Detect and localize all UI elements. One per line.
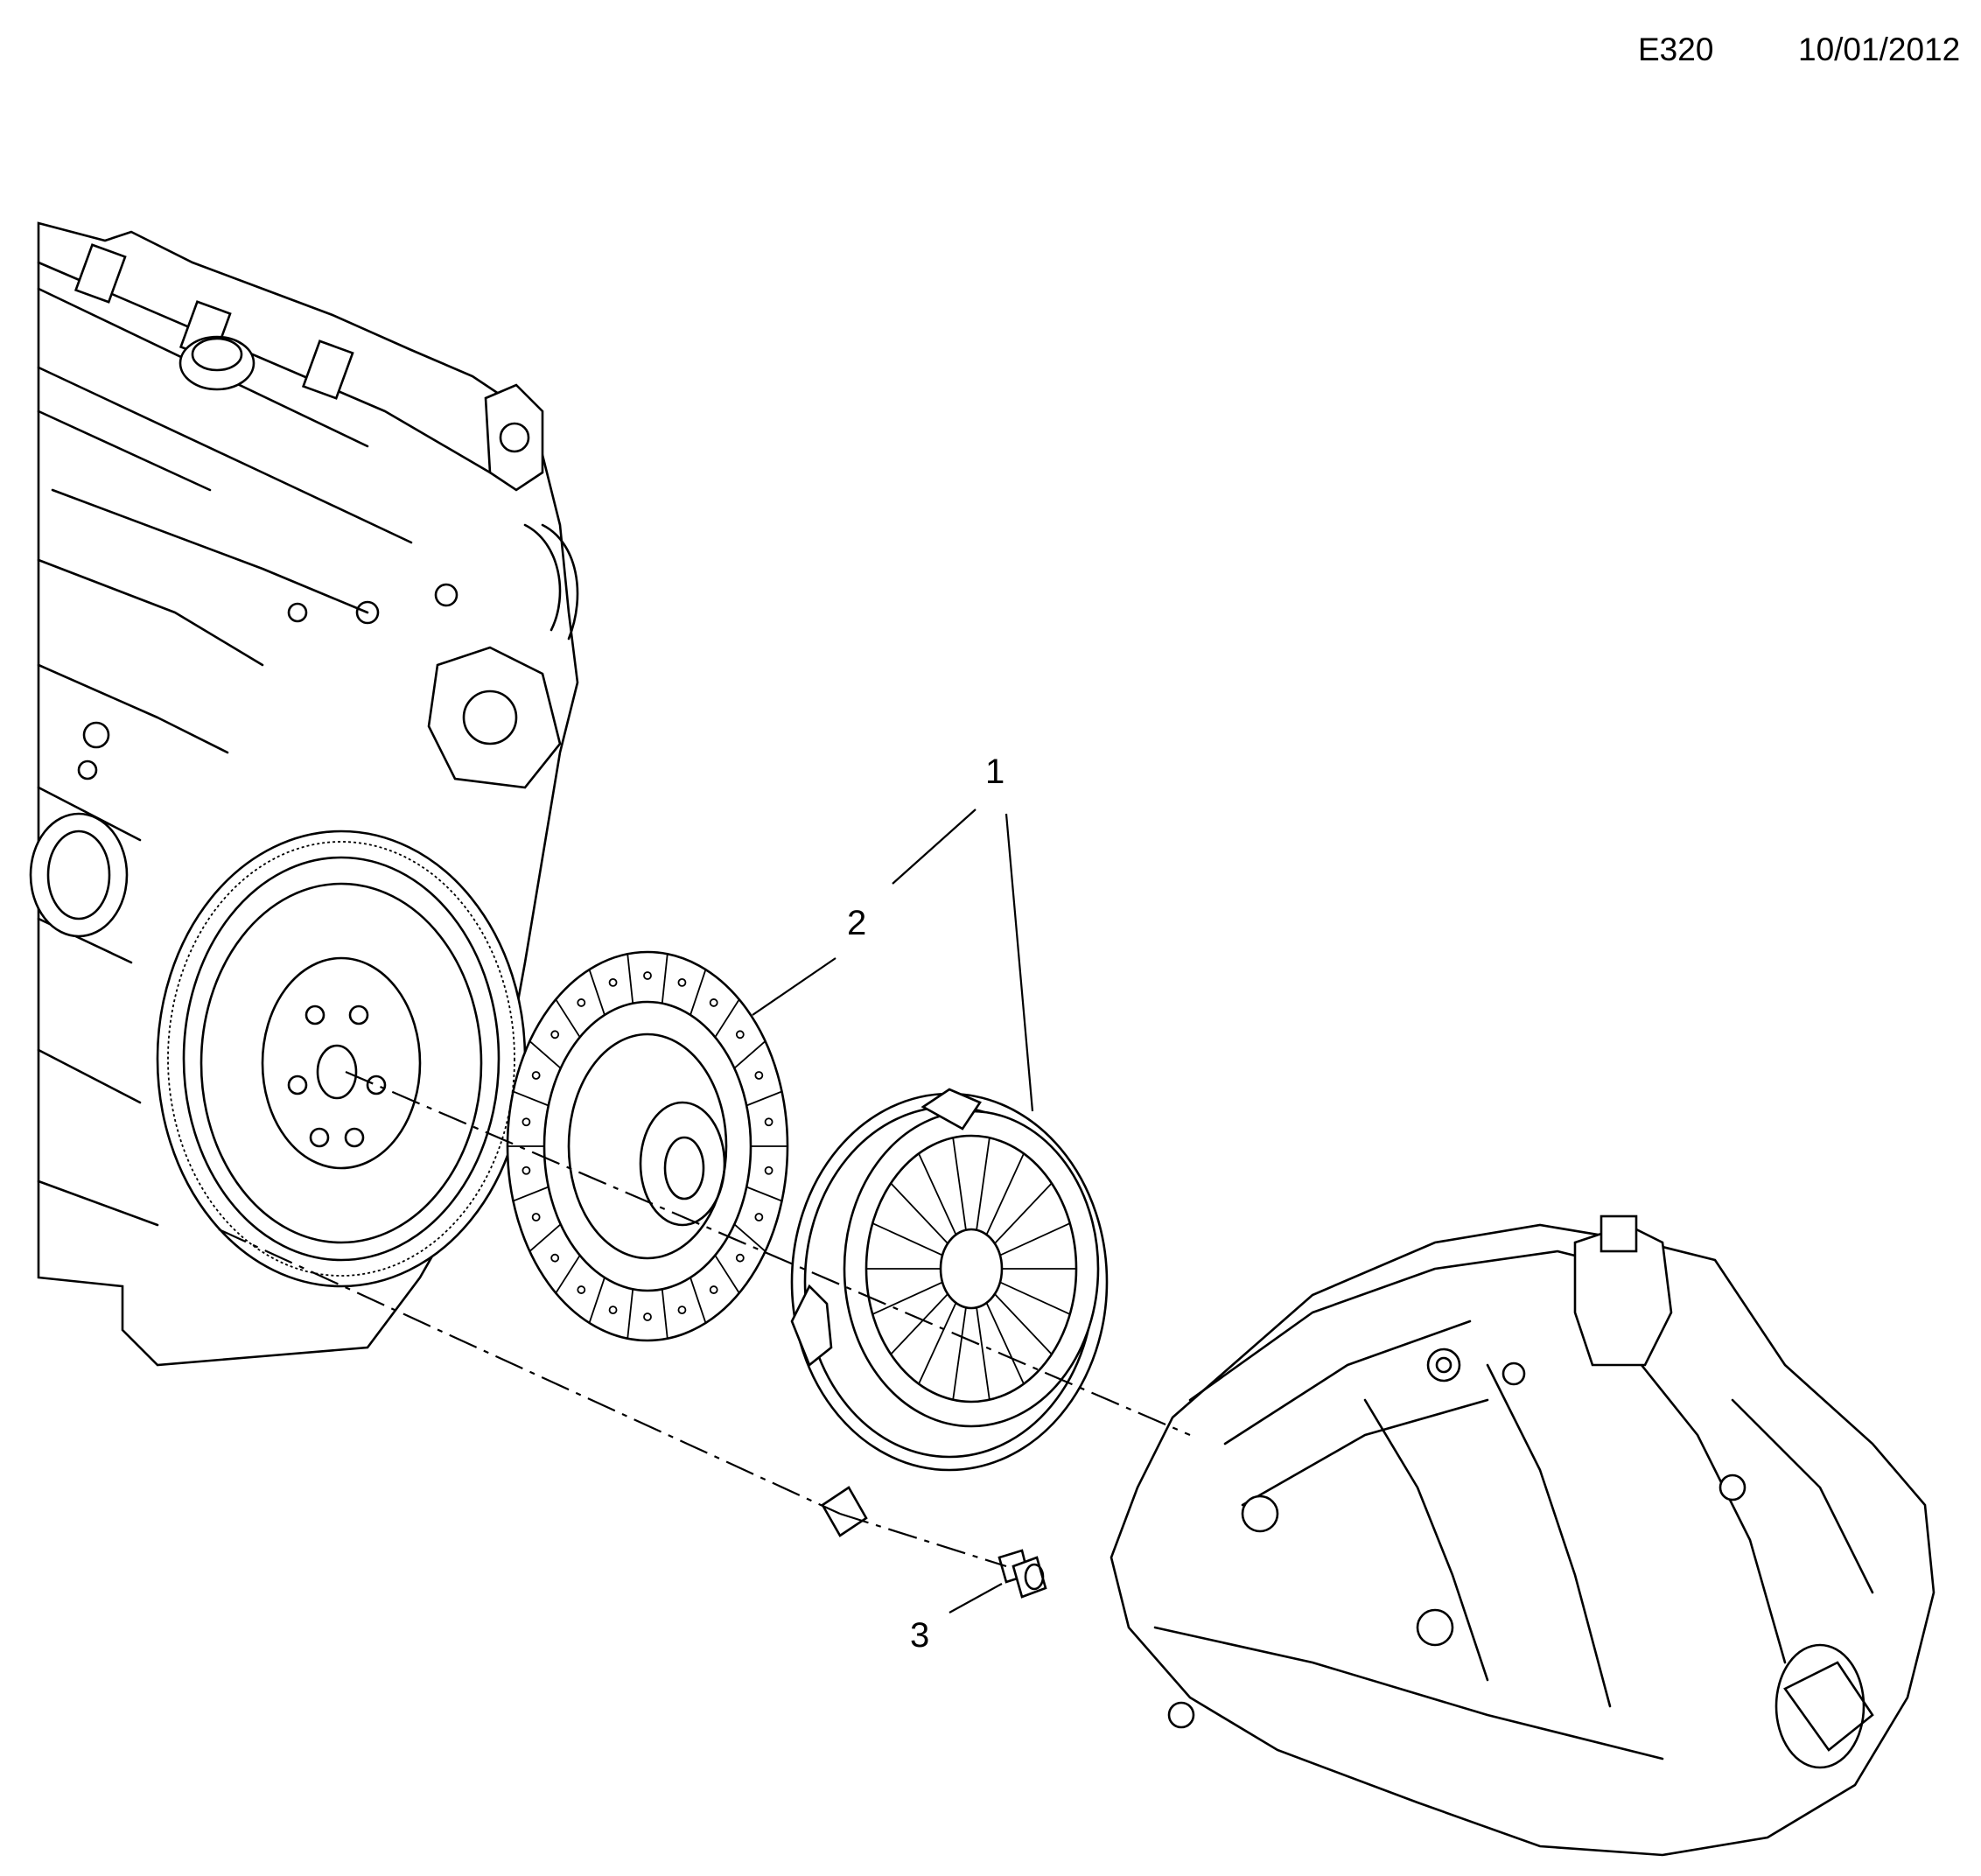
disc-rivet (531, 1071, 541, 1080)
plate-fingers-line (952, 1307, 967, 1400)
disc-rivet (709, 998, 718, 1007)
plate-fingers-line (976, 1138, 990, 1230)
plate-fingers-line (918, 1152, 957, 1236)
disc-rivet (577, 1285, 586, 1294)
disc-segments-line (513, 1090, 550, 1107)
diagram-date: 10/01/2012 (1798, 32, 1961, 67)
disc-rivet (577, 998, 586, 1007)
disc-rivet (550, 1253, 560, 1263)
transmission (1110, 1214, 1936, 1857)
plate-fingers-line (985, 1152, 1025, 1236)
disc-segments-line (714, 1255, 740, 1294)
plate-fingers-line (952, 1138, 967, 1230)
alignment-lines (218, 1070, 1191, 1568)
disc-segments-line (746, 1090, 782, 1107)
disc-rivet (550, 1030, 560, 1040)
plate-fingers-line (999, 1281, 1071, 1315)
diagram-code: E320 (1638, 32, 1714, 67)
disc-rivet (643, 1312, 652, 1321)
disc-segments-line (528, 1040, 562, 1069)
disc-rivet (754, 1071, 764, 1080)
disc-rivet (608, 1306, 618, 1315)
disc-rivet (531, 1213, 541, 1222)
disc-rivet (643, 971, 652, 980)
disc-rivet (764, 1117, 774, 1127)
disc-segments-line (528, 1223, 562, 1252)
disc-segments-line (733, 1223, 766, 1252)
disc-rivet (522, 1166, 531, 1175)
callout-2-label: 2 (847, 904, 866, 942)
disc-segments-line (626, 954, 634, 1004)
callout-3: 3 (910, 1583, 1003, 1655)
clutch-disc (506, 950, 789, 1342)
disc-segments-line (733, 1040, 766, 1069)
pressure-plate-bolt (998, 1549, 1047, 1599)
pressure-plate (790, 1088, 1109, 1537)
callout-2: 2 (752, 904, 866, 1016)
plate-fingers-line (994, 1293, 1053, 1355)
plate-fingers-line (999, 1222, 1071, 1256)
plate-fingers-line (918, 1302, 957, 1385)
disc-rivet (608, 977, 618, 987)
disc-segments-line (626, 1289, 634, 1339)
callout-1-label: 1 (985, 752, 1004, 791)
disc-segments-line (588, 969, 606, 1016)
plate-fingers-line (890, 1182, 948, 1244)
disc-segments-line (690, 1277, 707, 1324)
callout-3-label: 3 (910, 1616, 929, 1655)
disc-rivet (735, 1253, 745, 1263)
disc-segments-line (555, 998, 581, 1038)
disc-rivet (522, 1117, 531, 1127)
disc-segments-line (661, 954, 668, 1004)
disc-segments-line (588, 1277, 606, 1324)
disc-segments-line (714, 998, 740, 1038)
disc-segments-line (661, 1289, 668, 1339)
disc-rivet (735, 1030, 745, 1040)
plate-fingers-line (872, 1222, 943, 1256)
flywheel (156, 830, 527, 1288)
plate-fingers-line (994, 1182, 1053, 1244)
disc-rivet (754, 1213, 764, 1222)
disc-segments-line (555, 1255, 581, 1294)
plate-fingers-line (976, 1307, 990, 1400)
disc-rivet (709, 1285, 718, 1294)
disc-segments-line (690, 969, 707, 1016)
disc-rivet (764, 1166, 774, 1175)
plate-fingers-line (890, 1293, 948, 1355)
disc-rivet (677, 977, 687, 987)
callout-1: 1 (892, 752, 1034, 1112)
disc-segments-line (746, 1186, 782, 1202)
plate-fingers-line (985, 1302, 1025, 1385)
plate-fingers-line (872, 1281, 943, 1315)
disc-rivet (677, 1306, 687, 1315)
disc-segments-line (513, 1186, 550, 1202)
